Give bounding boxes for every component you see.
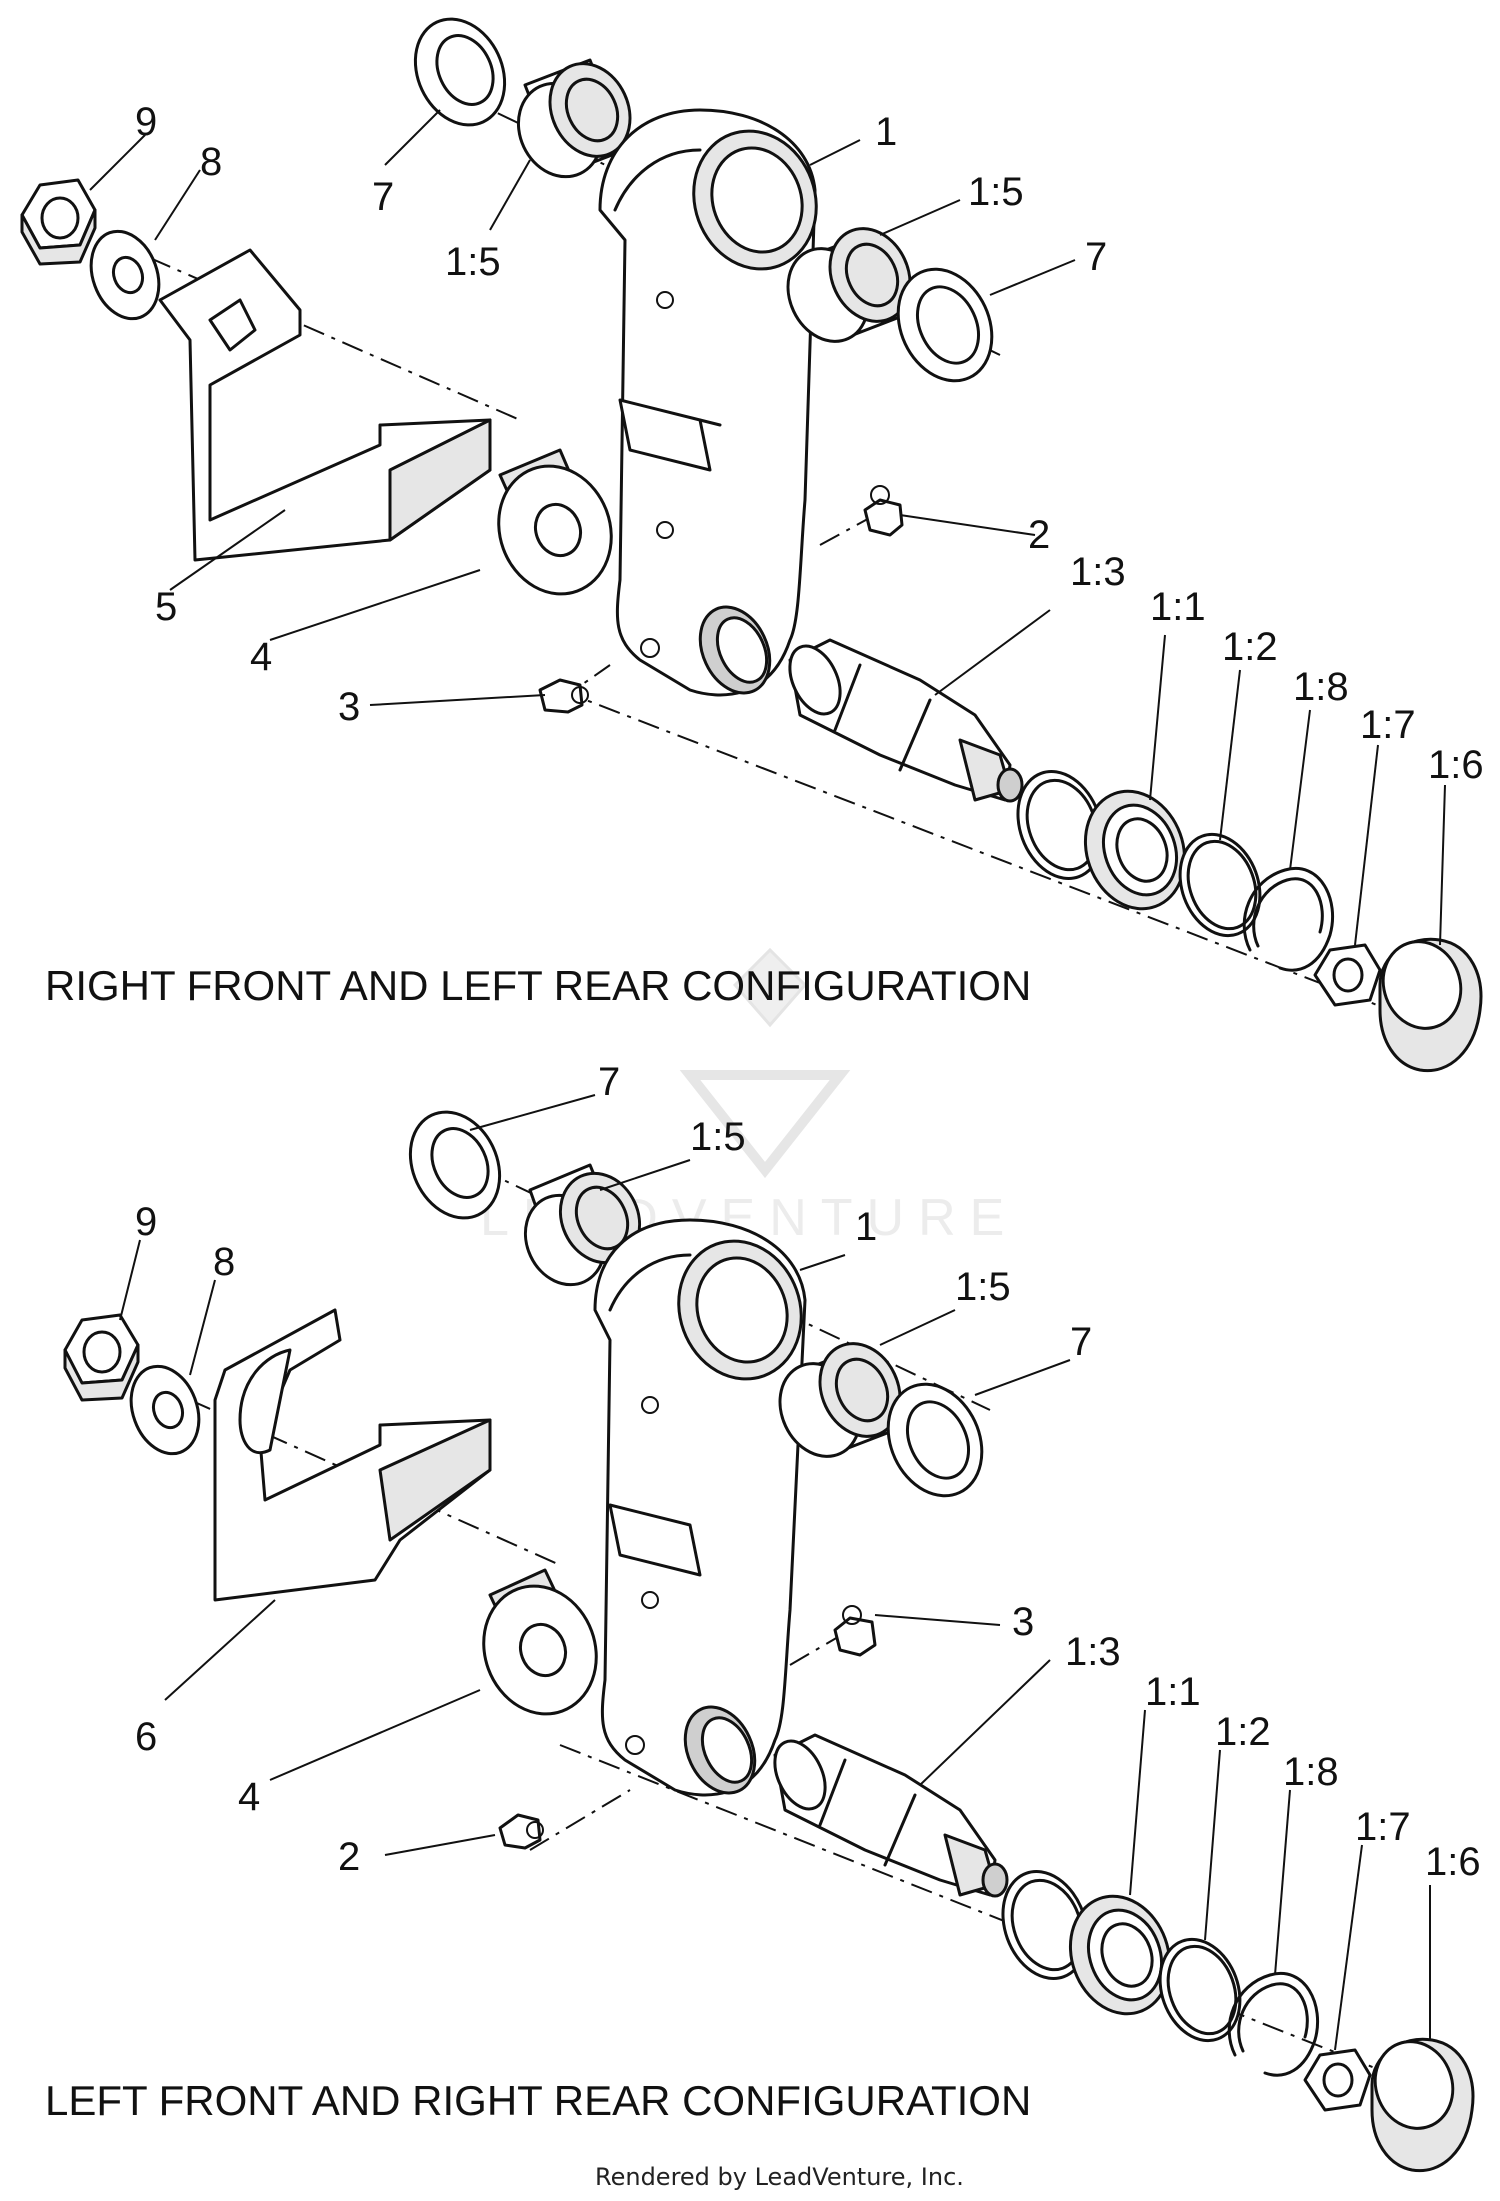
callout-7: 7 (598, 1060, 620, 1104)
callout-1-6: 1:6 (1425, 1840, 1481, 1884)
callout-7: 7 (372, 175, 394, 219)
top-configuration: 9 8 7 1:5 1 1:5 7 2 5 4 3 1:3 1:1 1:2 1:… (20, 17, 1484, 1073)
callout-1-5: 1:5 (968, 170, 1024, 214)
washer-8 (129, 1364, 201, 1456)
top-leaders (89, 109, 1446, 946)
callout-3: 3 (1012, 1600, 1034, 1644)
bearing-1-1 (1083, 789, 1187, 911)
thrust-washer-7-left (413, 17, 507, 127)
seal-ring (1001, 1870, 1089, 1980)
callout-1-5: 1:5 (445, 240, 501, 284)
seal-1-2 (1158, 1937, 1242, 2043)
grease-fitting-2 (863, 485, 904, 537)
callout-1-2: 1:2 (1215, 1710, 1271, 1754)
callout-7: 7 (1085, 235, 1107, 279)
callout-9: 9 (135, 1200, 157, 1244)
render-credit: Rendered by LeadVenture, Inc. (595, 2163, 964, 2191)
spindle-arm-1 (598, 108, 818, 697)
callout-4: 4 (250, 635, 272, 679)
callout-5: 5 (155, 585, 177, 629)
callout-4: 4 (238, 1775, 260, 1819)
callout-1-1: 1:1 (1150, 585, 1206, 629)
callout-8: 8 (213, 1240, 235, 1284)
snap-ring-1-8 (1242, 866, 1335, 972)
spindle-shaft-1-3 (773, 1733, 1009, 1898)
bearing-1-1 (1068, 1894, 1172, 2016)
callout-1-2: 1:2 (1222, 625, 1278, 669)
callout-6: 6 (135, 1715, 157, 1759)
castle-nut-1-7 (1313, 943, 1382, 1007)
callout-7: 7 (1070, 1320, 1092, 1364)
callout-2: 2 (1028, 513, 1050, 557)
callout-1: 1 (855, 1205, 877, 1249)
callout-9: 9 (135, 100, 157, 144)
hex-nut-9 (63, 1313, 140, 1402)
callout-1-3: 1:3 (1070, 550, 1126, 594)
bushing-1-5-right (778, 1342, 902, 1458)
callout-1-7: 1:7 (1355, 1805, 1411, 1849)
configuration-caption: LEFT FRONT AND RIGHT REAR CONFIGURATION (45, 2077, 1031, 2124)
spindle-arm-1 (593, 1218, 807, 1797)
bracket-5 (158, 248, 492, 562)
bracket-6 (213, 1308, 492, 1602)
grease-fitting-2 (498, 1813, 544, 1850)
hex-nut-9 (20, 178, 97, 266)
castle-nut-1-7 (1303, 2048, 1372, 2112)
seal-1-2 (1178, 832, 1262, 938)
callout-1-7: 1:7 (1360, 703, 1416, 747)
callout-1-6: 1:6 (1428, 743, 1484, 787)
thrust-washer-7-right (886, 1382, 984, 1498)
callout-1-8: 1:8 (1293, 665, 1349, 709)
configuration-caption: RIGHT FRONT AND LEFT REAR CONFIGURATION (45, 962, 1031, 1009)
washer-8 (89, 229, 161, 321)
callout-1-3: 1:3 (1065, 1630, 1121, 1674)
snap-ring-1-8 (1227, 1971, 1320, 2077)
callout-1-8: 1:8 (1283, 1750, 1339, 1794)
spacer-4 (497, 448, 613, 596)
callout-3: 3 (338, 685, 360, 729)
bushing-1-5-left (516, 58, 632, 179)
thrust-washer-7-left (408, 1110, 502, 1220)
callout-8: 8 (200, 140, 222, 184)
grease-fitting-3 (833, 1605, 877, 1657)
callout-1: 1 (875, 110, 897, 154)
spindle-shaft-1-3 (788, 638, 1024, 803)
callout-1-5: 1:5 (955, 1265, 1011, 1309)
dust-cap-1-6 (1378, 937, 1483, 1073)
bottom-configuration: 7 1:5 9 8 1 1:5 7 3 6 1:3 1:1 4 1:2 1:8 … (45, 1060, 1481, 2173)
thrust-washer-7-right (896, 267, 994, 383)
callout-1-5: 1:5 (690, 1115, 746, 1159)
callout-2: 2 (338, 1835, 360, 1879)
callout-1-1: 1:1 (1145, 1670, 1201, 1714)
bottom-leaders (119, 1094, 1431, 2051)
bushing-1-5-right (786, 227, 912, 343)
grease-fitting-3 (538, 678, 589, 714)
dust-cap-1-6 (1370, 2037, 1475, 2173)
bushing-1-5-left (523, 1163, 642, 1287)
spacer-4 (482, 1568, 598, 1716)
